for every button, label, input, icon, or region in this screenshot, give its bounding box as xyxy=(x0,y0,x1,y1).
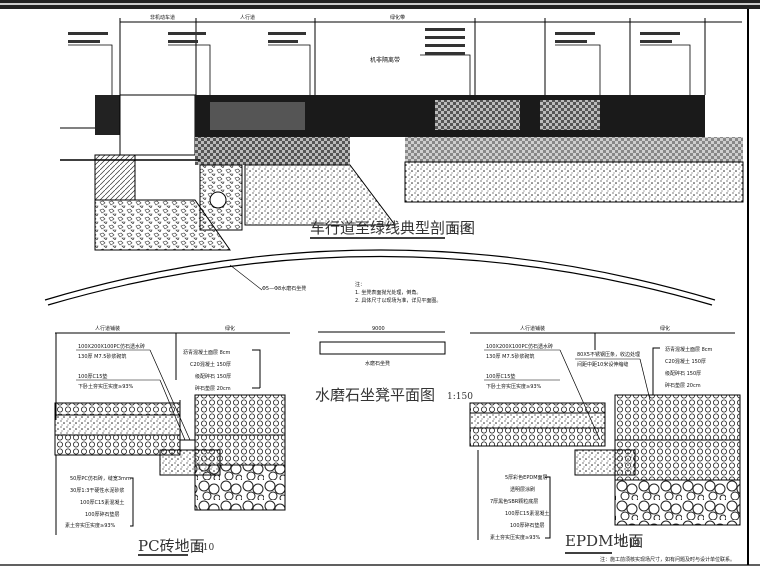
median-label: 机非隔离带 xyxy=(370,56,400,64)
dim-label: 绿化带 xyxy=(390,14,405,21)
layer-label: 碎石垫层 20cm xyxy=(665,382,701,389)
layer-label: 7厚黑色SBR颗粒底层 xyxy=(490,498,538,505)
bench-arc: Φ5—Φ8水磨石坐凳 注： 1. 坐凳表面抛光处理，倒角。 2. 具体尺寸以现场… xyxy=(44,249,716,306)
layer-label: 透明层涂刷 xyxy=(510,486,535,493)
layer-label: C20混凝土 150厚 xyxy=(190,361,231,368)
bench-plan-title: 水磨石坐凳平面图 xyxy=(315,386,435,404)
dim-label: 绿化 xyxy=(225,325,235,332)
dim-label: 人行道 xyxy=(240,14,255,21)
dim-label: 人行道铺装 xyxy=(95,325,120,332)
layer-label: 级配碎石 150厚 xyxy=(195,373,231,380)
layer-label: 沥青混凝土面层 8cm xyxy=(183,349,231,356)
layer-label: 碎石垫层 20cm xyxy=(195,385,231,392)
pc-section-scale: 1:10 xyxy=(194,543,214,553)
layer-label: 100厚碎石垫层 xyxy=(85,511,120,518)
layer-label: C20混凝土 150厚 xyxy=(665,358,706,365)
bench-label: 水磨石坐凳 xyxy=(365,360,390,367)
layer-label: 130厚 M7.5砂浆砌筑 xyxy=(78,353,126,360)
footnote: 注：施工前须核实现场尺寸，如有问题及时与设计单位联系。 xyxy=(600,556,735,563)
layer-label: 100厚C15素混凝土 xyxy=(505,510,549,517)
layer-label: 100厚C15垫 xyxy=(486,373,515,380)
pc-brick-section: 人行道铺装 绿化 100X200X100PC仿石透水砖 130厚 M7.5砂浆砌… xyxy=(54,325,290,556)
layer-label: 100X200X100PC仿石透水砖 xyxy=(486,343,553,350)
layer-label: 30厚1:3干硬性水泥砂浆 xyxy=(70,487,124,494)
dim-label: 人行道铺装 xyxy=(520,325,545,332)
layer-label: 50厚PC仿石砖，缝宽3mm xyxy=(70,475,131,482)
layer-label: 素土夯实压实度≥93% xyxy=(65,522,116,529)
main-section-drawing: 非机动车道 人行道 绿化带 机非隔离带 xyxy=(60,14,744,251)
layer-label: 100厚碎石垫层 xyxy=(510,522,545,529)
bench-plan-scale: 1:150 xyxy=(447,392,473,402)
layer-label: 下卧土夯实压实度≥93% xyxy=(486,383,542,390)
notes-heading: 注： xyxy=(355,281,365,288)
layer-label: 5厚彩色EPDM面层 xyxy=(505,474,548,481)
main-section-scale: 1:10 xyxy=(450,225,470,235)
layer-label: 100X200X100PC仿石透水砖 xyxy=(78,343,145,350)
arc-label: Φ5—Φ8水磨石坐凳 xyxy=(262,285,306,292)
main-section-title: 车行道至绿线典型剖面图 xyxy=(310,219,475,237)
bench-dim: 9000 xyxy=(372,326,385,332)
note-line: 2. 具体尺寸以现场为准，详见平面图。 xyxy=(355,297,441,304)
dim-label: 绿化 xyxy=(660,325,670,332)
layer-label: 下卧土夯实压实度≥93% xyxy=(78,383,134,390)
layer-label: 130厚 M7.5砂浆砌筑 xyxy=(486,353,534,360)
note-line: 1. 坐凳表面抛光处理，倒角。 xyxy=(355,289,421,296)
layer-label: 间距中距10米设伸缩缝 xyxy=(577,361,628,368)
layer-label: 80X5不锈钢压条，收边处理 xyxy=(577,351,640,358)
layer-label: 100厚C15素混凝土 xyxy=(80,499,124,506)
dim-label: 非机动车道 xyxy=(150,14,175,21)
bench-plan: 9000 水磨石坐凳 水磨石坐凳平面图 1:150 xyxy=(315,326,473,404)
epdm-section: 人行道铺装 绿化 100X200X100PC仿石透水砖 130厚 M7.5砂浆砌… xyxy=(469,325,741,563)
epdm-section-scale: 1:10 xyxy=(620,539,640,549)
layer-label: 100厚C15垫 xyxy=(78,373,107,380)
layer-label: 级配碎石 150厚 xyxy=(665,370,701,377)
epdm-section-title: EPDM地面 xyxy=(565,532,643,550)
layer-label: 沥青混凝土面层 8cm xyxy=(665,346,713,353)
pc-section-title: PC砖地面 xyxy=(138,537,205,555)
layer-label: 素土夯实压实度≥93% xyxy=(490,534,541,541)
